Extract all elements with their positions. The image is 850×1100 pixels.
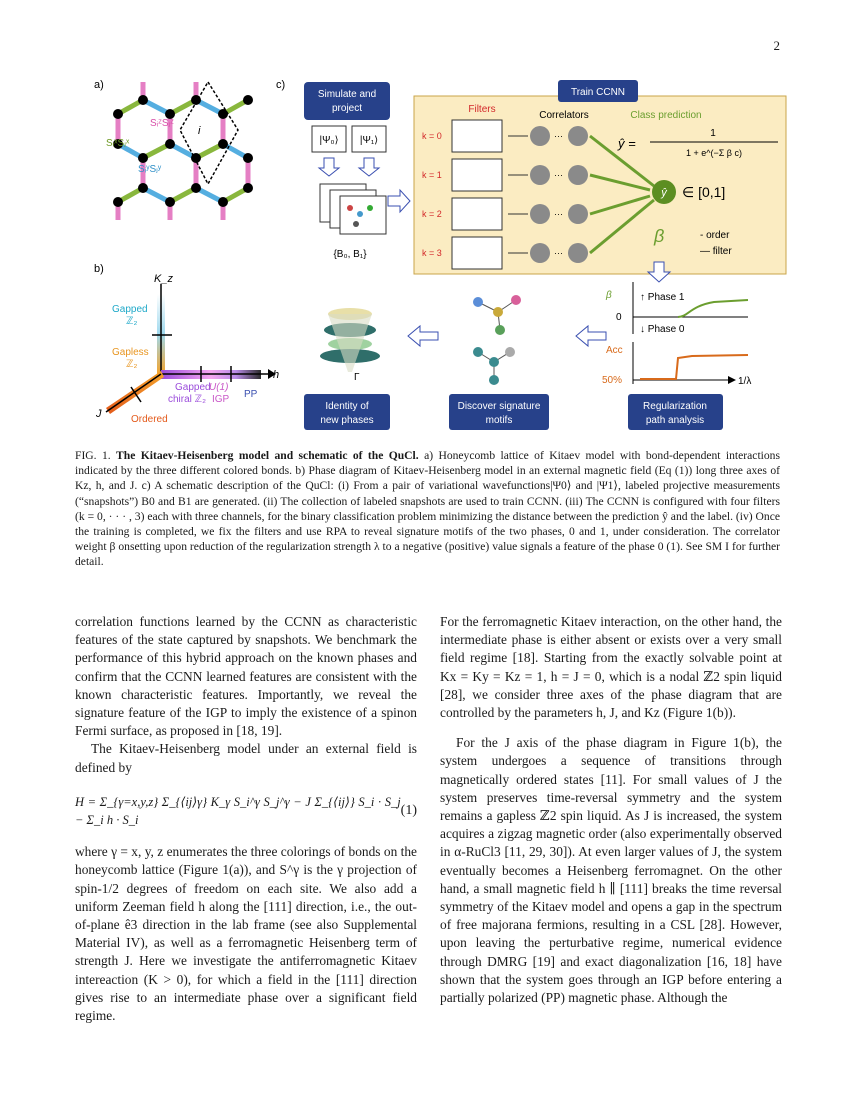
honeycomb-sites	[113, 95, 253, 207]
regularization-box	[628, 394, 723, 430]
svg-text:ℤ₂: ℤ₂	[126, 316, 137, 327]
yhat-node	[652, 180, 676, 204]
psi0-label: |Ψ₀⟩	[319, 135, 338, 146]
left-column: correlation functions learned by the CCN…	[75, 613, 417, 1025]
svg-text:···: ···	[554, 131, 563, 141]
psi1-label: |Ψ₁⟩	[360, 135, 378, 146]
figure-caption: FIG. 1. The Kitaev-Heisenberg model and …	[75, 448, 780, 570]
unit-cell-outline	[179, 80, 239, 186]
ordered-label: Ordered	[131, 414, 168, 425]
yhat-range: ∈ [0,1]	[682, 184, 725, 200]
right-column: For the ferromagnetic Kitaev interaction…	[440, 613, 782, 1007]
arrow-to-ccnn	[387, 188, 411, 214]
svg-text:···: ···	[554, 170, 563, 180]
svg-text:path analysis: path analysis	[646, 415, 704, 426]
pp-label: PP	[244, 389, 258, 400]
class-prediction-label: Class prediction	[630, 110, 701, 121]
svg-text:Discover signature: Discover signature	[458, 401, 541, 412]
svg-text:50%: 50%	[602, 375, 622, 386]
discover-box	[449, 394, 549, 430]
svg-text:β: β	[605, 290, 612, 301]
page-number: 2	[773, 38, 781, 53]
beta-order-label: - order	[700, 230, 730, 241]
train-ccnn-box	[558, 80, 638, 102]
j-axis	[105, 373, 162, 413]
filters-label: Filters	[468, 104, 495, 115]
panel-c-label: c)	[276, 79, 285, 91]
svg-text:1/λ: 1/λ	[738, 376, 751, 387]
signature-motifs	[473, 295, 521, 385]
caption-label: FIG. 1.	[75, 449, 111, 462]
svg-text:1: 1	[710, 128, 716, 139]
caption-title: The Kitaev-Heisenberg model and schemati…	[116, 449, 419, 462]
gapped-z2-label: Gapped	[112, 304, 148, 315]
gamma-label: Γ	[354, 372, 360, 383]
svg-text:k = 2: k = 2	[422, 209, 442, 219]
svg-text:k = 1: k = 1	[422, 170, 442, 180]
svg-text:Identity of: Identity of	[325, 401, 369, 412]
h-axis-arrow	[268, 369, 276, 379]
correlators-label: Correlators	[539, 110, 588, 121]
phase1-label: ↑ Phase 1	[640, 292, 685, 303]
svg-text:chiral ℤ₂: chiral ℤ₂	[168, 394, 206, 405]
figure-1: a) i SᵢᶻSⱼᶻ SᵢˣSⱼˣ	[94, 79, 787, 430]
svg-text:···: ···	[554, 209, 563, 219]
simulate-box	[304, 82, 390, 120]
identity-box	[304, 394, 390, 430]
train-ccnn-label: Train CCNN	[571, 87, 625, 98]
svg-text:Acc: Acc	[606, 345, 623, 356]
beta-symbol: β	[653, 226, 664, 246]
svg-text:Regularization: Regularization	[643, 401, 707, 412]
caption-body: a) Honeycomb lattice of Kitaev model wit…	[75, 449, 780, 569]
equation-1: H = Σ_{γ=x,y,z} Σ_{⟨ij⟩γ} K_γ S_i^γ S_j^…	[75, 793, 417, 829]
xx-bond-label: SᵢˣSⱼˣ	[106, 138, 130, 149]
igp-label: IGP	[212, 394, 230, 405]
snapshots-stack	[319, 183, 387, 235]
svg-text:0: 0	[616, 312, 622, 323]
beta-filter-label: — filter	[700, 246, 732, 257]
b-set-label: {B₀, B₁}	[333, 249, 367, 260]
psi0-box	[311, 125, 347, 153]
svg-text:ℤ₂: ℤ₂	[126, 359, 137, 370]
filter-rows: k = 0 k = 1 k = 2 k = 3 ··· ··· ··· ···	[422, 119, 588, 270]
panel-b-label: b)	[94, 263, 104, 275]
right-paragraph-2: For the J axis of the phase diagram in F…	[440, 735, 782, 1006]
svg-text:ŷ: ŷ	[660, 187, 668, 199]
h-axis-label: h	[273, 369, 279, 381]
equation-number: (1)	[400, 802, 417, 818]
panel-a-label: a)	[94, 79, 104, 91]
simulate-label: Simulate and	[318, 89, 376, 100]
honeycomb-lattice	[115, 82, 251, 220]
phase0-label: ↓ Phase 0	[640, 324, 685, 335]
left-paragraph-3: where γ = x, y, z enumerates the three c…	[75, 844, 417, 1024]
class-prediction-arrows	[589, 134, 655, 255]
left-paragraph-1: correlation functions learned by the CCN…	[75, 614, 417, 739]
svg-text:project: project	[332, 103, 362, 114]
acc-curve	[640, 354, 749, 380]
formula-denominator: 1 + e^(−Σ β c)	[686, 148, 742, 158]
svg-text:···: ···	[554, 248, 563, 258]
u1-label: U(1)	[209, 382, 228, 393]
beta-curve	[677, 299, 749, 318]
svg-text:k = 3: k = 3	[422, 248, 442, 258]
svg-text:new phases: new phases	[320, 415, 373, 426]
kz-axis-label: K_z	[154, 273, 173, 285]
svg-text:k = 0: k = 0	[422, 131, 442, 141]
equation-body: H = Σ_{γ=x,y,z} Σ_{⟨ij⟩γ} K_γ S_i^γ S_j^…	[75, 794, 401, 828]
formula-lhs: ŷ =	[617, 136, 636, 151]
j-axis-label: J	[95, 408, 102, 420]
zz-bond-label: SᵢᶻSⱼᶻ	[150, 118, 174, 129]
phase-cone-illustration	[320, 308, 380, 372]
site-i-label: i	[198, 125, 201, 137]
svg-text:motifs: motifs	[486, 415, 513, 426]
yy-bond-label: SᵢʸSⱼʸ	[138, 164, 162, 175]
left-paragraph-2: The Kitaev-Heisenberg model under an ext…	[75, 741, 417, 775]
right-paragraph-1: For the ferromagnetic Kitaev interaction…	[440, 614, 782, 721]
psi1-box	[351, 125, 387, 153]
gapped-chiral-label: Gapped	[175, 382, 211, 393]
gapless-z2-label: Gapless	[112, 347, 149, 358]
